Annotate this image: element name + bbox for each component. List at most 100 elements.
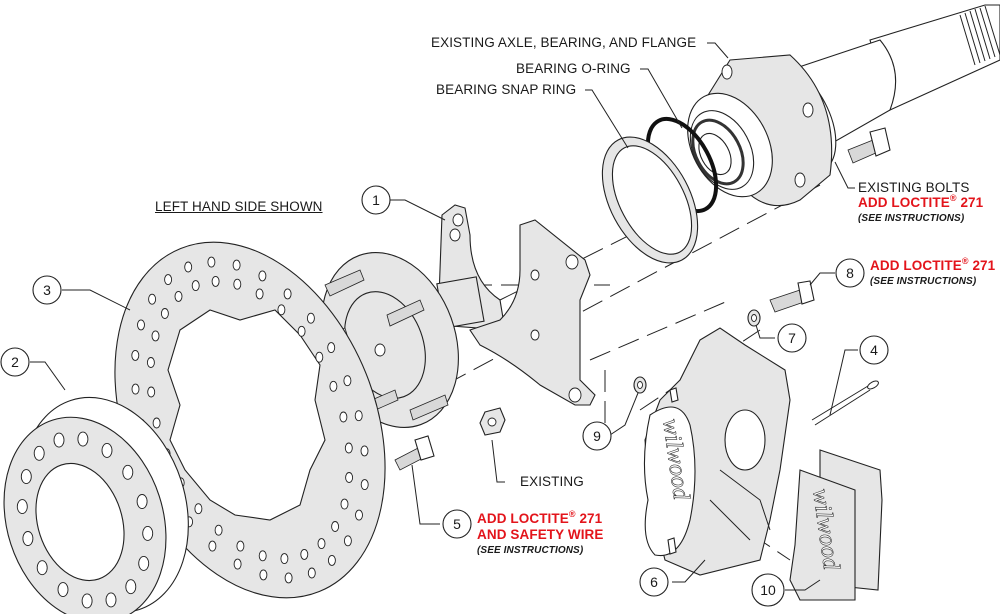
callout-6: 6 bbox=[639, 567, 669, 597]
rotor-drill-hole bbox=[147, 386, 156, 398]
rotor-drill-hole bbox=[345, 472, 354, 483]
callout-4: 4 bbox=[859, 335, 889, 365]
svg-text:10: 10 bbox=[760, 582, 776, 598]
hat-bolt-hole bbox=[53, 432, 65, 448]
rotor-drill-hole bbox=[164, 274, 173, 286]
rotor-drill-hole bbox=[233, 278, 242, 290]
rotor-drill-hole bbox=[339, 411, 348, 423]
hat-bolt-hole bbox=[136, 494, 148, 509]
hat-bolt-hole bbox=[22, 531, 34, 546]
rotor-drill-hole bbox=[283, 288, 292, 300]
rotor-drill-hole bbox=[211, 275, 220, 287]
hat-bolt-hole bbox=[81, 593, 93, 609]
bearing-snap-ring bbox=[601, 136, 699, 264]
rotor-drill-hole bbox=[280, 553, 289, 565]
rotor-drill-hole bbox=[214, 524, 223, 536]
rotor-drill-hole bbox=[236, 540, 245, 552]
rotor-drill-hole bbox=[232, 259, 241, 271]
callout-8: 8 bbox=[835, 258, 865, 288]
rotor-drill-hole bbox=[284, 572, 293, 584]
rotor-drill-hole bbox=[194, 503, 203, 515]
callout-9: 9 bbox=[582, 421, 612, 451]
rotor-drill-hole bbox=[258, 550, 267, 562]
rotor-drill-hole bbox=[307, 567, 316, 579]
svg-text:8: 8 bbox=[846, 265, 854, 281]
hat-bolt-hole bbox=[142, 525, 154, 541]
callout-2: 2 bbox=[0, 347, 30, 377]
svg-text:4: 4 bbox=[870, 342, 878, 358]
hat-bolt-hole bbox=[101, 442, 113, 458]
hat-bolt-hole bbox=[77, 431, 89, 447]
hat-bolt-hole bbox=[16, 499, 28, 515]
existing-bolt bbox=[847, 127, 891, 164]
rotor-drill-hole bbox=[259, 569, 268, 581]
label-bearing-o-ring: BEARING O-RING bbox=[516, 61, 631, 76]
brake-pads: wilwood bbox=[789, 449, 883, 601]
svg-text:2: 2 bbox=[11, 354, 19, 370]
rotor-drill-hole bbox=[360, 479, 369, 491]
label-existing-nut: EXISTING bbox=[520, 474, 584, 489]
rotor-drill-hole bbox=[160, 308, 169, 319]
rotor-drill-hole bbox=[191, 280, 200, 292]
hat-bolt-hole bbox=[105, 592, 117, 608]
note-item5-loctite: ADD LOCTITE® 271 bbox=[477, 509, 603, 527]
rotor-drill-hole bbox=[355, 509, 363, 521]
rotor-drill-hole bbox=[297, 325, 306, 337]
svg-text:7: 7 bbox=[788, 330, 796, 346]
rotor-drill-hole bbox=[343, 535, 352, 547]
rotor-drill-hole bbox=[151, 330, 160, 342]
callout-7: 7 bbox=[777, 323, 807, 353]
hat-bolt-hole bbox=[138, 555, 150, 571]
cotter-pin bbox=[811, 380, 879, 426]
axle-assembly bbox=[687, 4, 1000, 207]
svg-text:1: 1 bbox=[372, 192, 380, 208]
label-left-hand-side: LEFT HAND SIDE SHOWN bbox=[155, 199, 323, 214]
rotor-drill-hole bbox=[148, 293, 157, 305]
drilled-rotor bbox=[114, 241, 386, 599]
hat-bolt-hole bbox=[57, 582, 69, 598]
rotor-drill-hole bbox=[354, 410, 363, 422]
label-existing-axle: EXISTING AXLE, BEARING, AND FLANGE bbox=[431, 35, 697, 50]
rotor-drill-hole bbox=[329, 380, 338, 392]
svg-text:3: 3 bbox=[43, 282, 51, 298]
leader-lines bbox=[30, 42, 858, 591]
rotor-drill-hole bbox=[306, 312, 315, 324]
rotor-drill-hole bbox=[317, 538, 326, 550]
hat-bolt-hole bbox=[122, 464, 134, 480]
hub-adapter bbox=[3, 396, 189, 614]
note-item5-see-instructions: (SEE INSTRUCTIONS) bbox=[477, 545, 584, 556]
callout-10: 10 bbox=[751, 573, 785, 607]
note-item5-safety-wire: AND SAFETY WIRE bbox=[477, 527, 604, 542]
rotor-drill-hole bbox=[327, 342, 336, 354]
rotor-drill-hole bbox=[315, 351, 324, 363]
rotor-drill-hole bbox=[174, 290, 183, 302]
caliper-bolt bbox=[769, 280, 815, 313]
note-item8-loctite: ADD LOCTITE® 271 bbox=[870, 256, 996, 274]
rotor-drill-hole bbox=[360, 445, 369, 457]
note-bolts-see-instructions: (SEE INSTRUCTIONS) bbox=[858, 213, 965, 224]
hat-bolt-hole bbox=[20, 469, 32, 485]
rotor-drill-hole bbox=[131, 383, 140, 395]
svg-text:6: 6 bbox=[650, 574, 658, 590]
rotor-drill-hole bbox=[255, 288, 264, 300]
rotor-drill-hole bbox=[344, 442, 353, 454]
hat-bolt-hole bbox=[125, 579, 137, 595]
rotor-drill-hole bbox=[131, 349, 140, 361]
rotor-drill-hole bbox=[184, 261, 193, 273]
rotor-drill-hole bbox=[146, 357, 155, 368]
rotor-drill-hole bbox=[258, 270, 267, 282]
callout-1: 1 bbox=[361, 185, 391, 215]
svg-text:9: 9 bbox=[593, 428, 601, 444]
label-bearing-snap-ring: BEARING SNAP RING bbox=[436, 82, 577, 97]
svg-text:5: 5 bbox=[453, 516, 461, 532]
washer-9 bbox=[633, 376, 647, 394]
rotor-bolt bbox=[394, 435, 435, 471]
callout-3: 3 bbox=[32, 275, 62, 305]
rotor-drill-hole bbox=[137, 319, 145, 331]
rotor-drill-hole bbox=[277, 304, 286, 316]
callout-5: 5 bbox=[442, 509, 472, 539]
label-existing-bolts: EXISTING BOLTS bbox=[858, 180, 970, 195]
note-item8-see-instructions: (SEE INSTRUCTIONS) bbox=[870, 276, 977, 287]
hat-bolt-hole bbox=[36, 560, 48, 576]
